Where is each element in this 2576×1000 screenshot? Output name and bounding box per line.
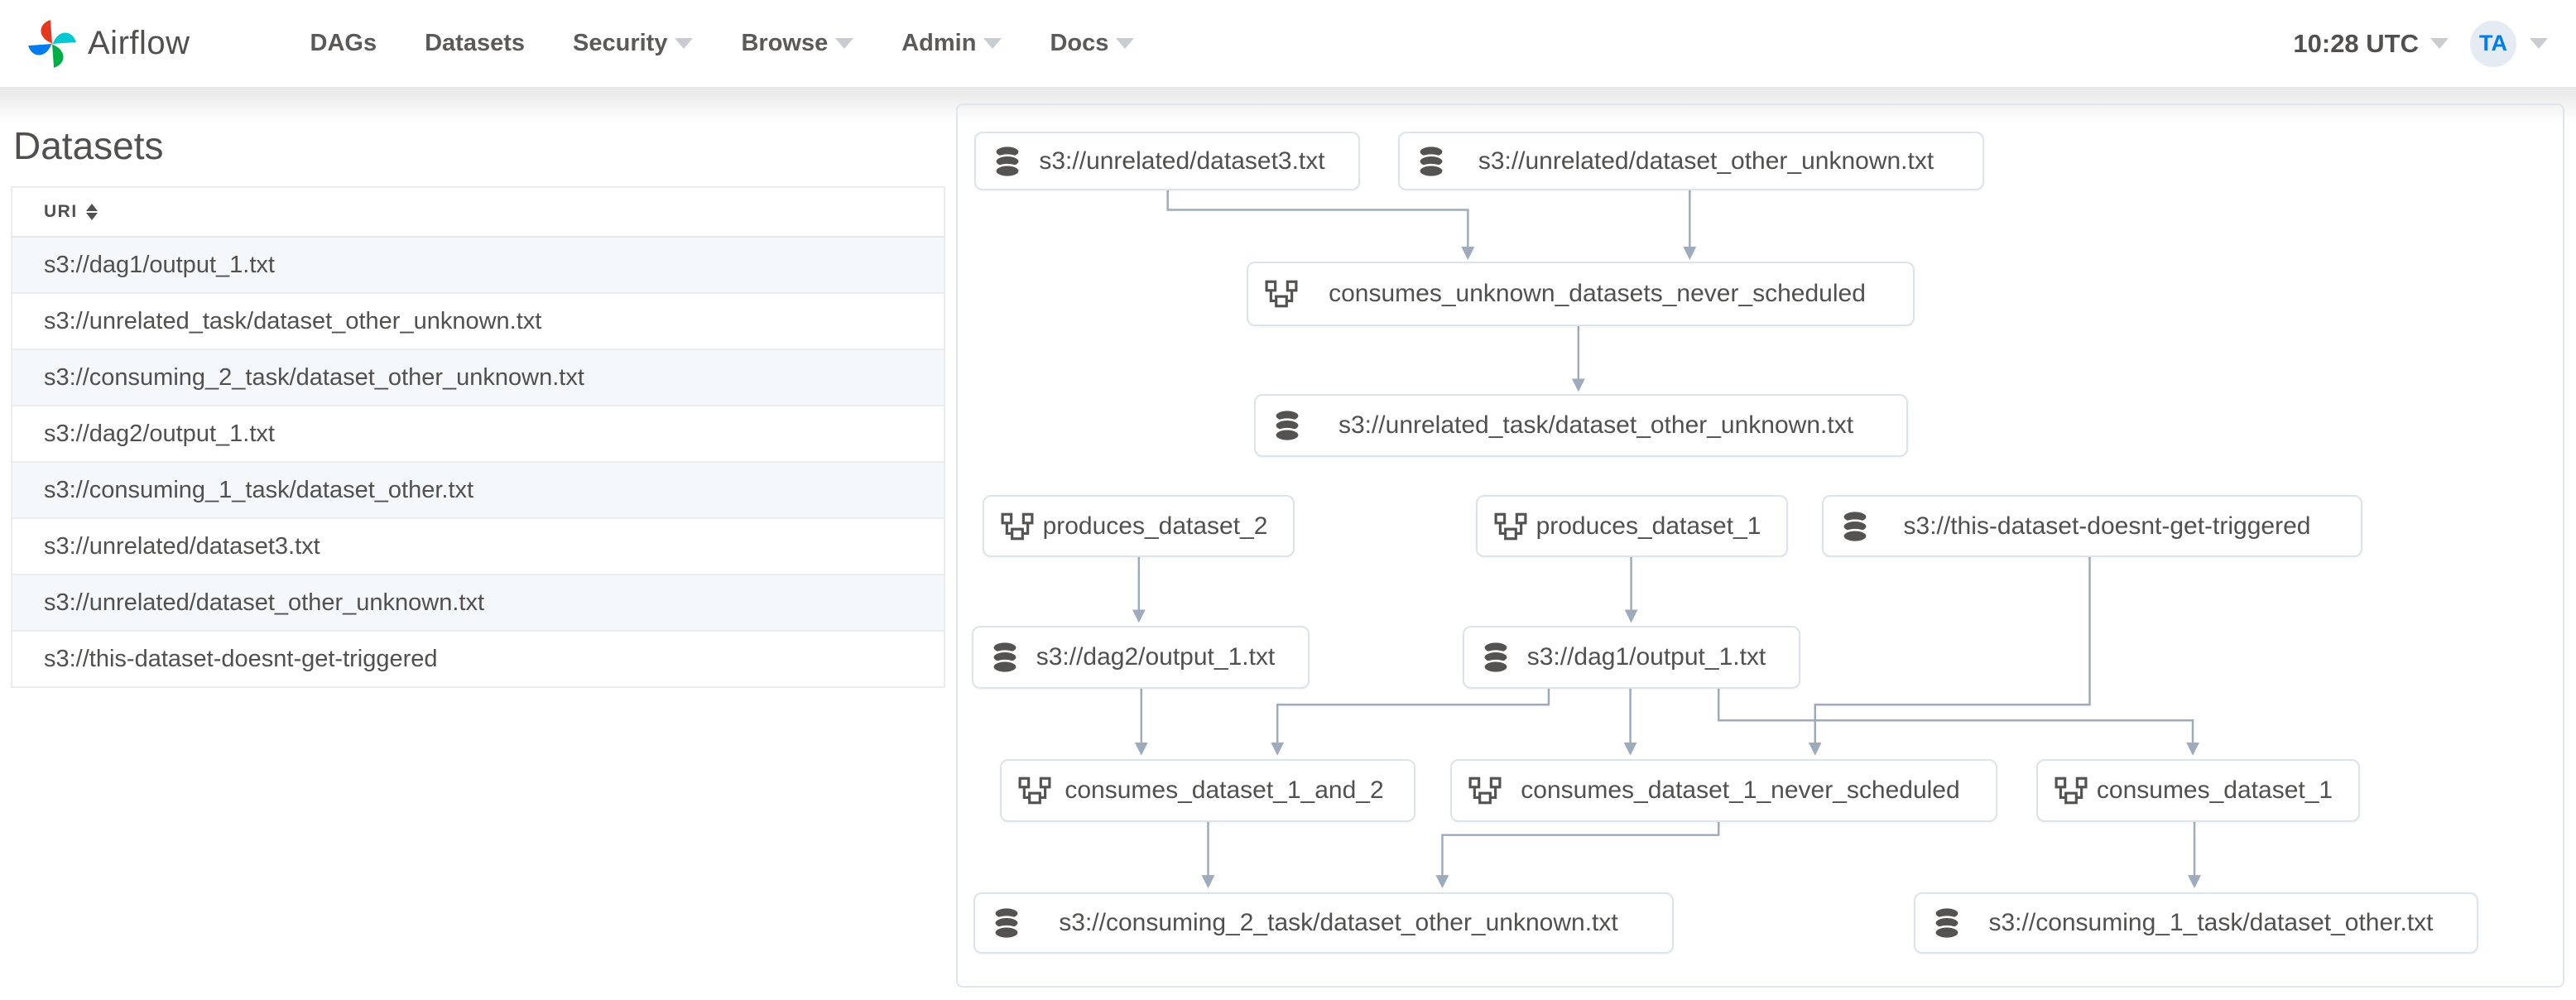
graph-node-dag[interactable]: consumes_dataset_1_and_2 — [1000, 759, 1415, 822]
navbar-right: 10:28 UTC TA — [2293, 20, 2576, 67]
chevron-down-icon — [2530, 38, 2548, 49]
chevron-down-icon — [1116, 38, 1135, 49]
table-row: s3://unrelated/dataset_other_unknown.txt — [12, 575, 944, 632]
database-icon — [992, 144, 1022, 178]
database-icon — [992, 906, 1021, 940]
brand-name: Airflow — [88, 25, 190, 61]
graph-edges — [1132, 190, 2201, 889]
page-title: Datasets — [13, 124, 164, 167]
graph-node-dag[interactable]: consumes_dataset_1_never_scheduled — [1450, 759, 1997, 822]
dataset-uri-link[interactable]: s3://unrelated_task/dataset_other_unknow… — [12, 293, 944, 350]
nav-item-docs[interactable]: Docs — [1050, 30, 1135, 57]
graph-node-dataset[interactable]: s3://dag1/output_1.txt — [1463, 626, 1800, 689]
datasets-list-panel: Datasets URI s3://dag1/output_1.txt s3:/… — [0, 103, 945, 688]
table-row: s3://this-dataset-doesnt-get-triggered — [12, 631, 944, 688]
graph-node-dataset[interactable]: s3://consuming_2_task/dataset_other_unkn… — [973, 892, 1674, 954]
table-row: s3://dag2/output_1.txt — [12, 406, 944, 463]
database-icon — [1481, 641, 1511, 674]
sort-icon[interactable] — [85, 204, 98, 220]
nav-item-dags[interactable]: DAGs — [310, 30, 377, 56]
chevron-down-icon — [2430, 38, 2449, 49]
uri-column-header[interactable]: URI — [12, 187, 944, 238]
chevron-down-icon — [675, 38, 694, 49]
table-row: s3://consuming_1_task/dataset_other.txt — [12, 462, 944, 519]
graph-node-dataset[interactable]: s3://unrelated_task/dataset_other_unknow… — [1254, 394, 1908, 457]
database-icon — [1932, 906, 1962, 940]
graph-node-dag[interactable]: consumes_dataset_1 — [2036, 759, 2360, 822]
table-row: s3://consuming_2_task/dataset_other_unkn… — [12, 349, 944, 406]
dag-icon — [2055, 776, 2088, 805]
database-icon — [1416, 144, 1446, 178]
dependency-graph-panel: s3://unrelated/dataset3.txt s3://unrelat… — [956, 103, 2564, 988]
dataset-uri-link[interactable]: s3://unrelated/dataset_other_unknown.txt — [12, 575, 944, 632]
nav-item-security[interactable]: Security — [573, 30, 694, 57]
database-icon — [1840, 509, 1870, 543]
dataset-uri-link[interactable]: s3://consuming_1_task/dataset_other.txt — [12, 462, 944, 519]
database-icon — [1272, 409, 1302, 442]
graph-node-dataset[interactable]: s3://consuming_1_task/dataset_other.txt — [1914, 892, 2478, 954]
top-navbar: Airflow DAGs Datasets Security Browse Ad… — [0, 0, 2576, 87]
graph-node-dataset[interactable]: s3://unrelated/dataset3.txt — [974, 132, 1360, 190]
nav-item-datasets[interactable]: Datasets — [425, 30, 526, 56]
graph-node-dataset[interactable]: s3://dag2/output_1.txt — [972, 626, 1310, 689]
chevron-down-icon — [983, 38, 1002, 49]
nav-item-admin[interactable]: Admin — [901, 30, 1002, 57]
dataset-uri-link[interactable]: s3://dag1/output_1.txt — [12, 237, 944, 294]
airflow-pinwheel-icon — [25, 17, 79, 71]
dag-icon — [1494, 512, 1527, 541]
avatar[interactable]: TA — [2470, 20, 2516, 67]
nav-item-browse[interactable]: Browse — [741, 30, 854, 57]
graph-node-dataset[interactable]: s3://unrelated/dataset_other_unknown.txt — [1398, 132, 1984, 190]
table-row: s3://dag1/output_1.txt — [12, 237, 944, 294]
dag-icon — [1468, 776, 1502, 805]
database-icon — [990, 641, 1020, 674]
dataset-uri-link[interactable]: s3://unrelated/dataset3.txt — [12, 518, 944, 575]
graph-node-dataset[interactable]: s3://this-dataset-doesnt-get-triggered — [1822, 495, 2362, 557]
graph-node-dag[interactable]: consumes_unknown_datasets_never_schedule… — [1247, 262, 1915, 326]
header-shadow — [0, 87, 2576, 123]
dag-icon — [1265, 280, 1298, 308]
dataset-uri-link[interactable]: s3://this-dataset-doesnt-get-triggered — [12, 631, 944, 688]
nav-menu: DAGs Datasets Security Browse Admin Docs — [310, 30, 1135, 57]
dataset-uri-link[interactable]: s3://consuming_2_task/dataset_other_unkn… — [12, 349, 944, 406]
table-row: s3://unrelated/dataset3.txt — [12, 518, 944, 575]
dag-icon — [1018, 776, 1051, 805]
graph-node-dag[interactable]: produces_dataset_2 — [983, 495, 1295, 557]
chevron-down-icon — [835, 38, 854, 49]
dataset-uri-link[interactable]: s3://dag2/output_1.txt — [12, 406, 944, 463]
table-row: s3://unrelated_task/dataset_other_unknow… — [12, 293, 944, 350]
dag-icon — [1001, 512, 1034, 541]
clock-dropdown[interactable]: 10:28 UTC — [2293, 29, 2449, 59]
user-menu[interactable]: TA — [2470, 20, 2548, 67]
airflow-logo[interactable]: Airflow — [25, 17, 190, 71]
datasets-table: URI s3://dag1/output_1.txt s3://unrelate… — [11, 186, 945, 688]
graph-node-dag[interactable]: produces_dataset_1 — [1476, 495, 1788, 557]
